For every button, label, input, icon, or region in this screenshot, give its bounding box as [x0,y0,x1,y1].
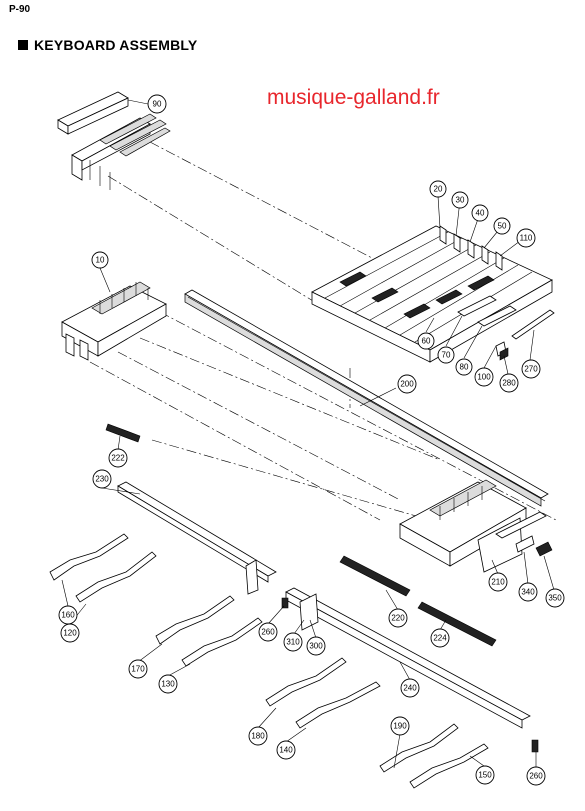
svg-text:350: 350 [548,594,562,603]
svg-text:50: 50 [498,222,507,231]
assembly-guide-lines [89,141,557,521]
svg-text:210: 210 [491,578,505,587]
svg-text:190: 190 [393,722,407,731]
watermark-text: musique-galland.fr [267,86,440,109]
callout-110: 110 [516,228,536,248]
callout-130: 130 [158,674,178,694]
svg-text:220: 220 [391,614,405,623]
svg-text:222: 222 [111,454,125,463]
callout-60: 60 [417,332,435,350]
callout-310: 310 [283,632,303,652]
callout-340: 340 [518,582,538,602]
callout-150: 150 [475,765,495,785]
callout-40: 40 [471,204,489,222]
part-90-key-set [57,91,171,190]
callout-70: 70 [437,346,455,364]
svg-text:80: 80 [460,363,469,372]
callout-190: 190 [390,716,410,736]
part-230-bracket [117,481,277,595]
svg-text:240: 240 [403,684,417,693]
svg-text:260: 260 [529,772,543,781]
section-title: KEYBOARD ASSEMBLY [18,37,197,53]
callout-224: 224 [430,628,450,648]
callout-180: 180 [248,726,268,746]
svg-text:40: 40 [476,209,485,218]
svg-text:340: 340 [521,588,535,597]
svg-text:10: 10 [96,256,105,265]
part-222-contact-strip [105,423,141,443]
svg-text:260: 260 [261,628,275,637]
svg-text:120: 120 [63,629,77,638]
svg-text:20: 20 [434,185,443,194]
part-10-frame-left [61,281,167,361]
svg-text:224: 224 [433,634,447,643]
callout-50: 50 [493,217,511,235]
callout-222: 222 [108,448,128,468]
svg-text:130: 130 [161,680,175,689]
part-240-bracket [285,587,531,729]
callout-300: 300 [306,636,326,656]
callout-10: 10 [91,251,109,269]
svg-text:180: 180 [251,732,265,741]
svg-text:300: 300 [309,642,323,651]
svg-text:270: 270 [524,365,538,374]
callout-170: 170 [128,659,148,679]
svg-text:30: 30 [456,196,465,205]
callout-220: 220 [388,608,408,628]
part-220-224-contact-strips [339,555,497,647]
callout-260-upper: 260 [258,622,278,642]
svg-text:280: 280 [502,379,516,388]
callout-160: 160 [58,605,78,625]
square-bullet-icon [18,40,28,50]
part-key-bank [311,225,555,363]
svg-text:150: 150 [478,771,492,780]
svg-text:160: 160 [61,611,75,620]
svg-text:200: 200 [400,380,414,389]
part-screws [281,597,539,753]
part-springs [49,533,489,789]
callout-120: 120 [60,623,80,643]
svg-text:90: 90 [153,100,162,109]
callout-210: 210 [488,572,508,592]
part-frame-right [399,479,553,573]
callout-100: 100 [474,367,494,387]
svg-text:230: 230 [95,475,109,484]
callout-30: 30 [451,191,469,209]
callout-200: 200 [397,374,417,394]
callout-leaders [61,99,555,769]
callout-260-lower: 260 [526,766,546,786]
svg-text:60: 60 [422,337,431,346]
section-title-text: KEYBOARD ASSEMBLY [34,37,198,53]
callout-90: 90 [147,94,167,114]
svg-text:110: 110 [520,234,533,243]
callout-280: 280 [499,373,519,393]
callout-270: 270 [521,359,541,379]
part-200-rail [184,289,549,507]
callout-230: 230 [92,469,112,489]
callout-350: 350 [545,588,565,608]
callout-20: 20 [429,180,447,198]
svg-text:140: 140 [279,746,293,755]
callout-140: 140 [276,740,296,760]
svg-text:70: 70 [442,351,451,360]
svg-text:310: 310 [286,638,300,647]
svg-text:100: 100 [477,373,491,382]
callout-80: 80 [455,358,473,376]
svg-text:170: 170 [131,665,145,674]
callout-240: 240 [400,678,420,698]
model-number: P-90 [9,4,31,15]
